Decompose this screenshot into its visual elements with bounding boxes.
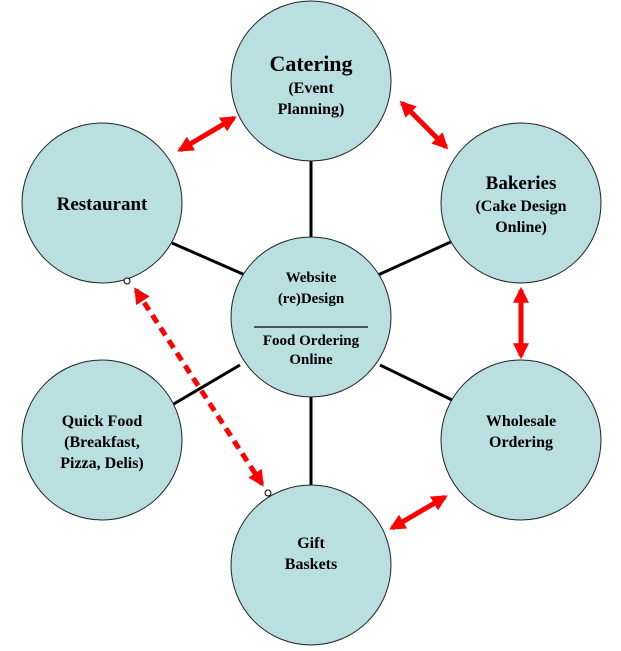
arrow-restaurant-gift-baskets [133,287,265,487]
wholesale-line-2: Ordering [489,434,553,451]
connector-handle-restaurant [123,277,131,285]
bakeries-sub-1: (Cake Design [475,198,566,215]
spoke-bakeries [377,238,456,277]
center-label: Website (re)Design Food Ordering Online [254,270,368,368]
arrow-restaurant-catering [177,115,237,153]
node-bakeries [440,122,602,284]
spoke-quick-food [171,363,241,407]
connector-handle-gift-baskets [264,489,272,497]
node-restaurant [21,122,183,284]
node-wholesale [440,359,602,521]
spoke-wholesale [379,363,453,402]
node-gift-baskets [230,484,392,646]
wholesale-line-1: Wholesale [486,413,556,430]
quick-food-line-2: (Breakfast, [64,434,140,451]
catering-title: Catering [269,51,352,76]
catering-sub-2: Planning) [278,101,345,118]
restaurant-title: Restaurant [57,194,148,215]
bakeries-title: Bakeries [486,173,557,194]
center-line-1: Website [286,270,337,286]
arrow-catering-bakeries [399,100,449,150]
catering-sub-1: (Event [288,80,334,97]
gift-baskets-line-1: Gift [297,535,325,552]
center-line-2: (re)Design [278,291,345,307]
center-line-3: Food Ordering [263,333,360,349]
bakeries-sub-2: Online) [495,219,547,236]
relations [123,100,530,531]
quick-food-line-1: Quick Food [62,413,143,430]
node-center [230,236,392,398]
node-catering [230,0,392,162]
spoke-restaurant [171,241,246,277]
center-line-4: Online [289,352,333,368]
arrow-wholesale-gift-baskets [389,494,448,531]
quick-food-line-3: Pizza, Delis) [60,455,144,472]
gift-baskets-line-2: Baskets [285,556,337,573]
